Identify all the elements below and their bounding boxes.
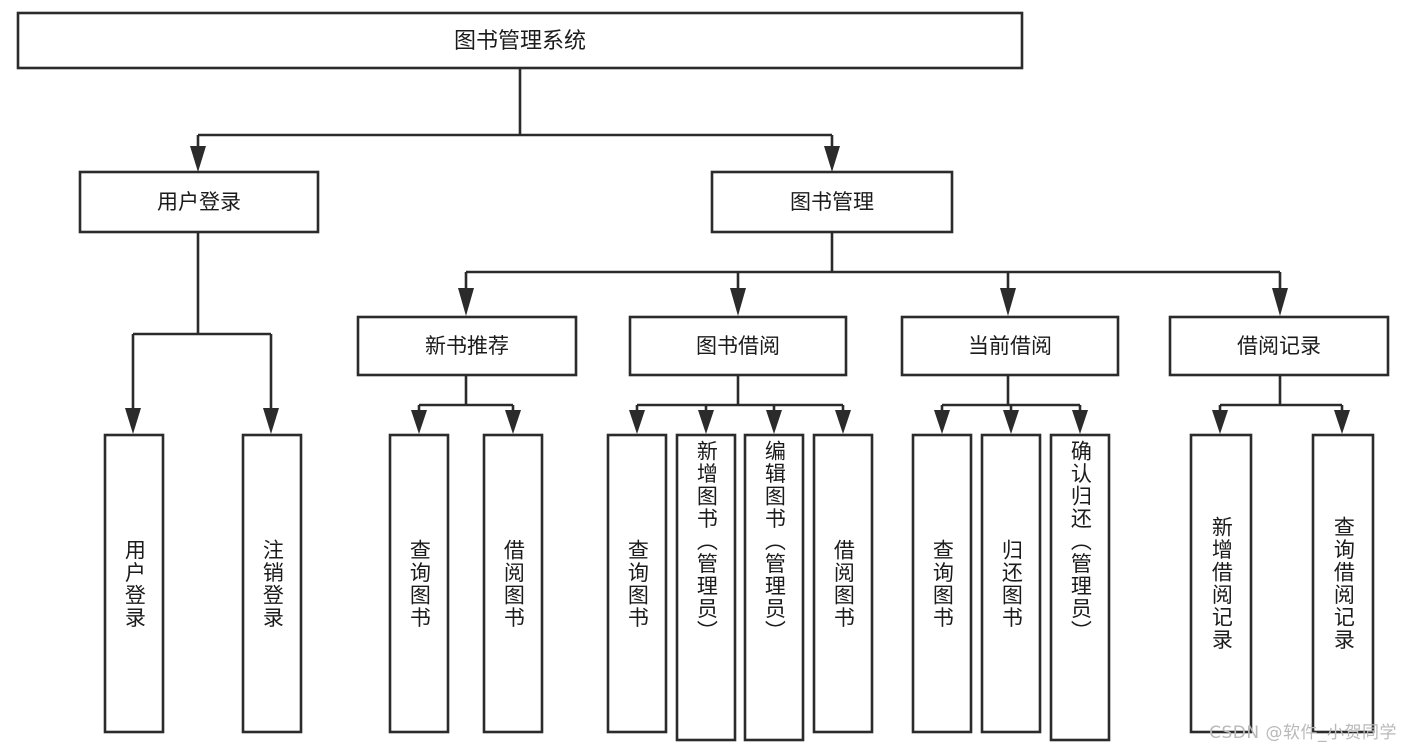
- arrow-head-icon: [1072, 410, 1088, 434]
- connector-bookmgmt-to-level3: [458, 232, 1288, 316]
- leaf-box-confirm-return[interactable]: [1049, 433, 1111, 742]
- arrow-head-icon: [766, 410, 782, 434]
- leaf-boxes-new-book-recommend: [388, 433, 544, 734]
- arrow-head-icon: [934, 410, 950, 434]
- arrow-head-icon: [1272, 288, 1288, 316]
- connector-currentborrow-to-leaves: [934, 375, 1088, 434]
- leaf-box-query-book-3[interactable]: [911, 433, 973, 734]
- arrow-head-icon: [1003, 410, 1019, 434]
- node-user-login[interactable]: 用户登录: [78, 170, 320, 234]
- node-current-borrow-label: 当前借阅: [968, 334, 1052, 358]
- arrow-head-icon: [629, 410, 645, 434]
- arrow-head-icon: [730, 288, 746, 316]
- leaf-box-add-record[interactable]: [1189, 433, 1253, 734]
- leaf-box-user-login[interactable]: [103, 433, 165, 734]
- leaf-box-return-book[interactable]: [980, 433, 1042, 734]
- watermark: CSDN @软件_小贺同学: [1209, 723, 1397, 743]
- node-book-borrow-label: 图书借阅: [696, 334, 780, 358]
- leaf-box-borrow-book-1[interactable]: [482, 433, 544, 734]
- leaf-boxes-book-borrow: [606, 433, 874, 742]
- arrow-head-icon: [125, 408, 141, 434]
- connector-bookborrow-to-leaves: [629, 375, 851, 434]
- leaf-box-add-book-admin[interactable]: [675, 433, 737, 742]
- node-book-borrow[interactable]: 图书借阅: [628, 315, 848, 377]
- node-book-management-label: 图书管理: [790, 190, 874, 214]
- arrow-head-icon: [1334, 410, 1350, 434]
- arrow-head-icon: [263, 408, 279, 434]
- node-root-label: 图书管理系统: [454, 29, 586, 54]
- connector-borrowrecord-to-leaves: [1212, 375, 1350, 434]
- arrow-head-icon: [190, 146, 206, 172]
- arrow-head-icon: [698, 410, 714, 434]
- node-current-borrow[interactable]: 当前借阅: [900, 315, 1120, 377]
- leaf-box-borrow-book-2[interactable]: [812, 433, 874, 734]
- leaf-box-query-book-1[interactable]: [388, 433, 450, 734]
- connector-userlogin-to-leaves: [125, 232, 279, 434]
- leaf-boxes-current-borrow: [911, 433, 1111, 742]
- node-borrow-record-label: 借阅记录: [1237, 334, 1321, 358]
- arrow-head-icon: [458, 288, 474, 316]
- node-root[interactable]: 图书管理系统: [16, 11, 1024, 70]
- arrow-head-icon: [1212, 410, 1228, 434]
- arrow-head-icon: [1000, 288, 1016, 316]
- connector-root-to-level2: [190, 68, 840, 172]
- node-new-book-recommend[interactable]: 新书推荐: [356, 315, 578, 377]
- arrow-head-icon: [835, 410, 851, 434]
- leaf-boxes-borrow-record: [1189, 433, 1375, 734]
- node-borrow-record[interactable]: 借阅记录: [1168, 315, 1390, 377]
- arrow-head-icon: [411, 410, 427, 434]
- leaf-boxes-user-login: [103, 433, 303, 734]
- leaf-box-logout[interactable]: [241, 433, 303, 734]
- arrow-head-icon: [505, 410, 521, 434]
- leaf-box-query-record[interactable]: [1311, 433, 1375, 734]
- node-book-management[interactable]: 图书管理: [710, 170, 954, 234]
- node-user-login-label: 用户登录: [157, 190, 241, 214]
- leaf-box-edit-book-admin[interactable]: [743, 433, 805, 742]
- leaf-box-query-book-2[interactable]: [606, 433, 668, 734]
- node-new-book-recommend-label: 新书推荐: [425, 334, 509, 358]
- connector-newbook-to-leaves: [411, 375, 521, 434]
- arrow-head-icon: [824, 146, 840, 172]
